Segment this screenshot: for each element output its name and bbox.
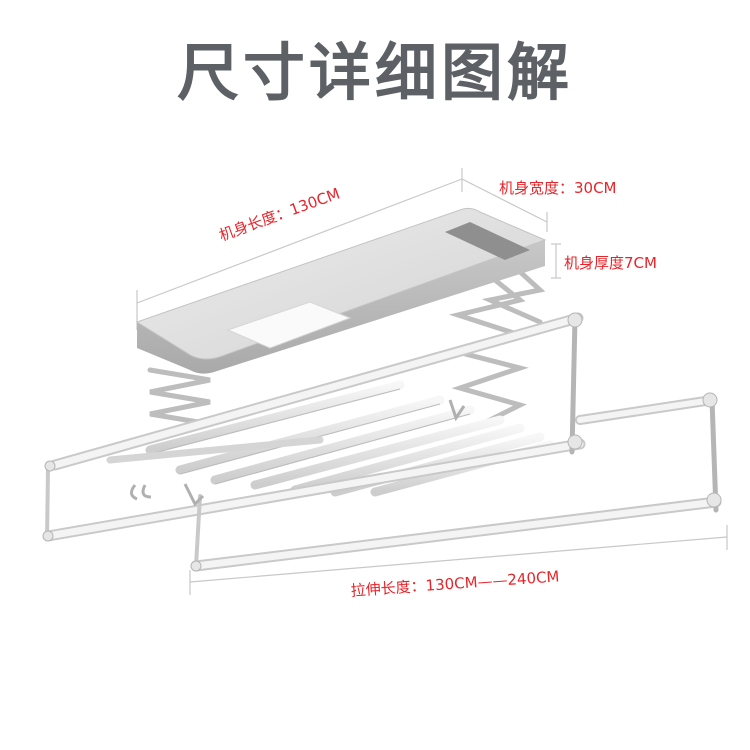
frame-bars [42,312,722,572]
page-title: 尺寸详细图解 [176,36,573,109]
dimension-lines [136,168,728,595]
body-width-label: 机身宽度：30CM [499,179,617,197]
body-thickness-label: 机身厚度7CM [564,254,657,272]
frame-end-caps [42,312,722,572]
machine-body [135,207,547,374]
hooks [130,399,466,507]
